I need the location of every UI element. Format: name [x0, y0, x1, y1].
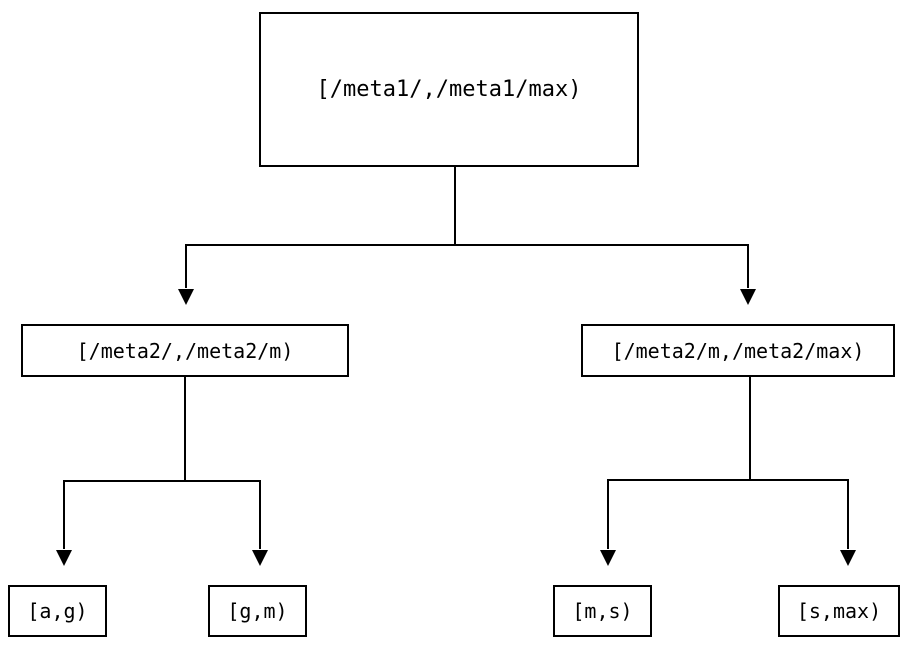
tree-node-leaf-1[interactable]: [g,m) [208, 585, 307, 637]
arrowhead-icon [600, 550, 616, 566]
arrowhead-icon [178, 289, 194, 305]
arrowhead-icon [252, 550, 268, 566]
tree-node-leaf-2-label: [m,s) [572, 599, 633, 623]
tree-node-leaf-3-label: [s,max) [796, 599, 882, 623]
tree-node-leaf-0[interactable]: [a,g) [8, 585, 107, 637]
tree-node-leaf-1-label: [g,m) [227, 599, 288, 623]
tree-node-leaf-3[interactable]: [s,max) [778, 585, 900, 637]
arrowhead-icon [740, 289, 756, 305]
edge-mid-right-to-leaf-2 [600, 377, 751, 566]
edge-root-to-mid-left [178, 167, 456, 305]
tree-node-mid-right-label: [/meta2/m,/meta2/max) [611, 338, 865, 363]
edge-mid-left-to-leaf-1 [184, 377, 268, 566]
edge-mid-right-to-leaf-3 [749, 377, 856, 566]
tree-node-root-label: [/meta1/,/meta1/max) [316, 76, 582, 102]
tree-node-root[interactable]: [/meta1/,/meta1/max) [259, 12, 639, 167]
arrowhead-icon [840, 550, 856, 566]
tree-node-mid-left[interactable]: [/meta2/,/meta2/m) [21, 324, 349, 377]
tree-node-mid-right[interactable]: [/meta2/m,/meta2/max) [581, 324, 895, 377]
arrowhead-icon [56, 550, 72, 566]
edge-mid-left-to-leaf-0 [56, 377, 186, 566]
tree-node-mid-left-label: [/meta2/,/meta2/m) [76, 338, 294, 363]
tree-node-leaf-2[interactable]: [m,s) [553, 585, 652, 637]
edge-root-to-mid-right [454, 167, 756, 305]
tree-node-leaf-0-label: [a,g) [27, 599, 88, 623]
